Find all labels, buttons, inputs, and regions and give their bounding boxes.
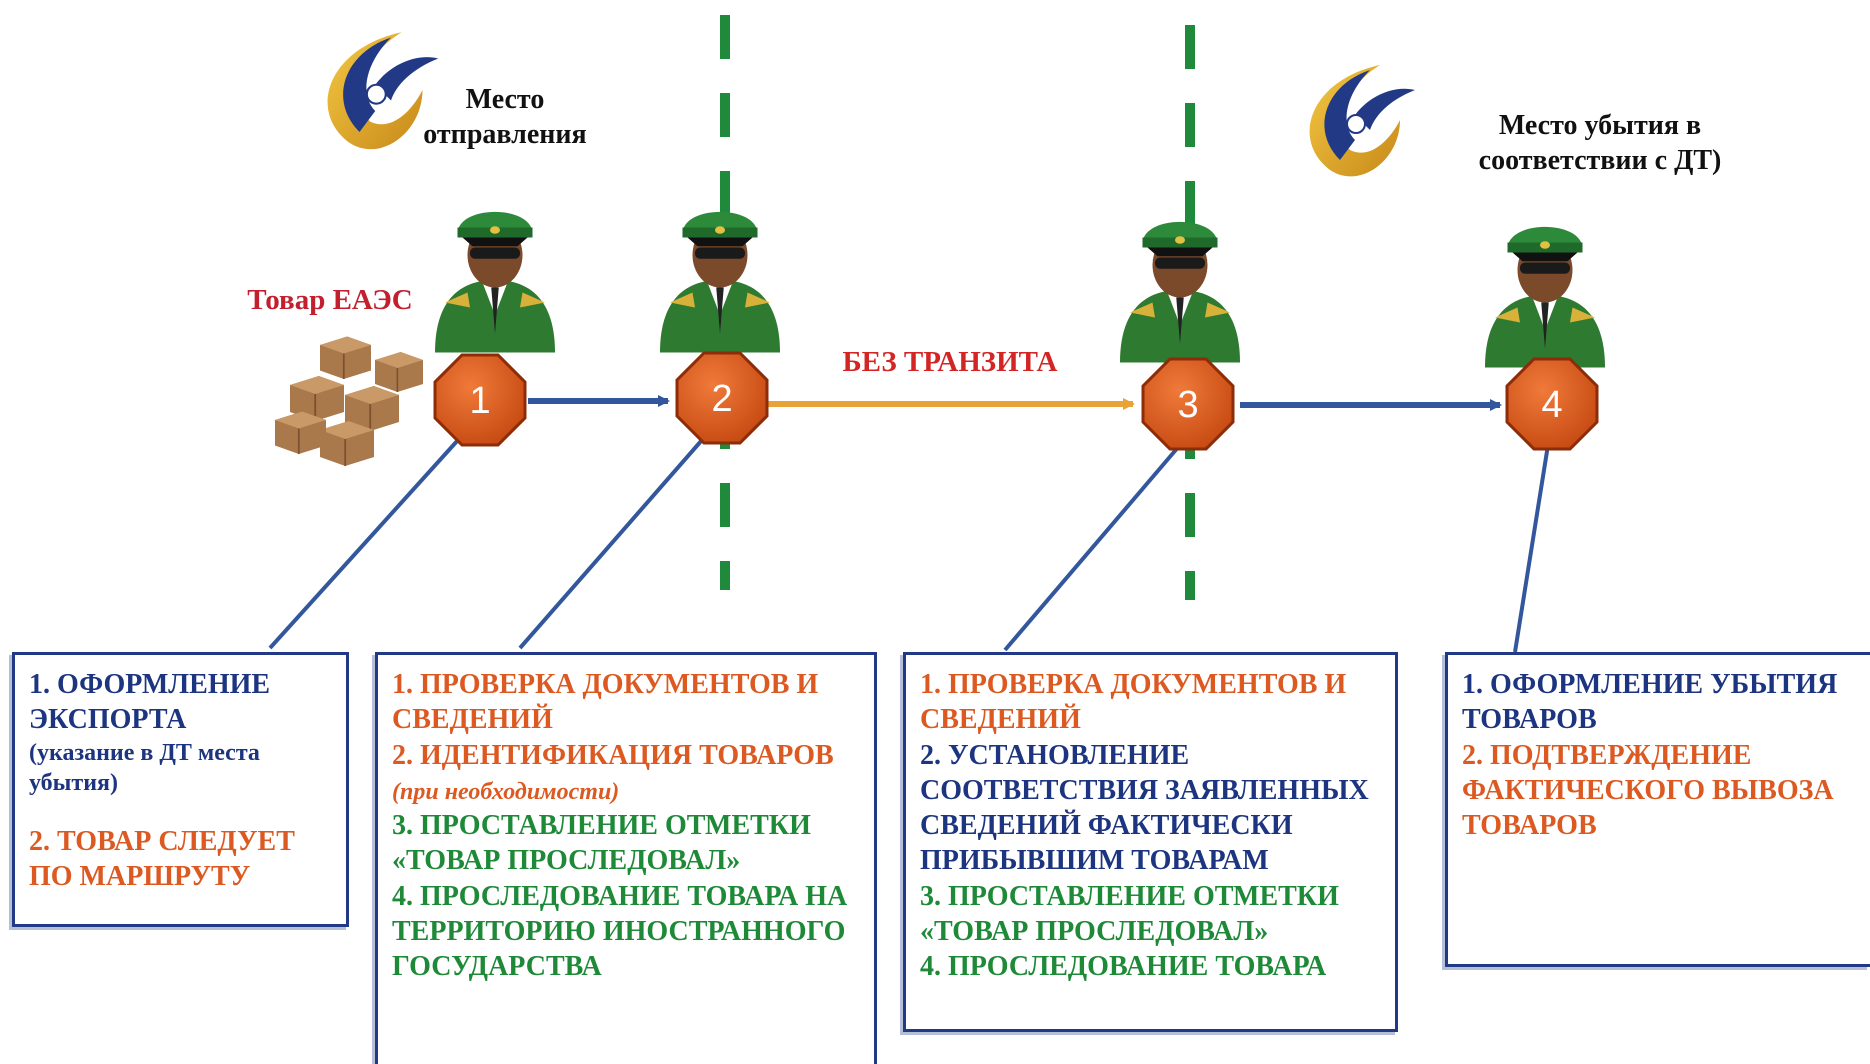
no-transit-label: БЕЗ ТРАНЗИТА — [842, 346, 1058, 378]
connector-3 — [1003, 443, 1182, 652]
node-number: 4 — [1541, 384, 1562, 426]
node-number: 3 — [1177, 384, 1198, 426]
goods-label: Товар ЕАЭС — [247, 284, 413, 316]
box1-item-1: 1. ОФОРМЛЕНИЕ ЭКСПОРТА — [29, 669, 271, 736]
connector-1 — [268, 438, 460, 650]
box3-item-1: 1. ПРОВЕРКА ДОКУМЕНТОВ И СВЕДЕНИЙ — [920, 669, 1347, 736]
arrival-label: Место убытия в соответствии с ДТ) — [1478, 110, 1722, 176]
departure-label: Место отправления — [423, 84, 587, 150]
node-number: 2 — [711, 378, 732, 420]
box1-item-2: 2. ТОВАР СЛЕДУЕТ ПО МАРШРУТУ — [29, 826, 295, 893]
customs-officer-icon — [1120, 221, 1240, 363]
cargo-boxes-icon — [274, 335, 424, 467]
box3-item-4: 4. ПРОСЛЕДОВАНИЕ ТОВАРА — [920, 951, 1327, 983]
box2-item-2-note: (при необходимости) — [392, 778, 620, 805]
node-3: 3 — [1141, 357, 1235, 451]
box4-item-1: 1. ОФОРМЛЕНИЕ УБЫТИЯ ТОВАРОВ — [1462, 669, 1838, 736]
step-box-1: 1. ОФОРМЛЕНИЕ ЭКСПОРТА (указание в ДТ ме… — [12, 652, 349, 927]
customs-officer-icon — [435, 211, 555, 353]
step-box-3: 1. ПРОВЕРКА ДОКУМЕНТОВ И СВЕДЕНИЙ 2. УСТ… — [903, 652, 1398, 1032]
box2-item-1: 1. ПРОВЕРКА ДОКУМЕНТОВ И СВЕДЕНИЙ — [392, 669, 819, 736]
box2-item-4: 4. ПРОСЛЕДОВАНИЕ ТОВАРА НА ТЕРРИТОРИЮ ИН… — [392, 880, 848, 983]
step-box-4: 1. ОФОРМЛЕНИЕ УБЫТИЯ ТОВАРОВ 2. ПОДТВЕРЖ… — [1445, 652, 1870, 967]
box3-item-2: 2. УСТАНОВЛЕНИЕ СООТВЕТСТВИЯ ЗАЯВЛЕННЫХ … — [920, 739, 1369, 877]
node-number: 1 — [469, 380, 490, 422]
connector-2 — [518, 438, 704, 650]
box4-item-2: 2. ПОДТВЕРЖДЕНИЕ ФАКТИЧЕСКОГО ВЫВОЗА ТОВ… — [1462, 739, 1834, 842]
node-4: 4 — [1505, 357, 1599, 451]
customs-officer-icon — [660, 211, 780, 353]
customs-officer-icon — [1485, 226, 1605, 368]
node-2: 2 — [675, 351, 769, 445]
connector-4 — [1513, 444, 1550, 653]
box2-item-3: 3. ПРОСТАВЛЕНИЕ ОТМЕТКИ «ТОВАР ПРОСЛЕДОВ… — [392, 810, 811, 877]
node-1: 1 — [433, 353, 527, 447]
box1-item-1-note: (указание в ДТ места убытия) — [29, 739, 260, 796]
step-box-2: 1. ПРОВЕРКА ДОКУМЕНТОВ И СВЕДЕНИЙ 2. ИДЕ… — [375, 652, 877, 1064]
box3-item-3: 3. ПРОСТАВЛЕНИЕ ОТМЕТКИ «ТОВАР ПРОСЛЕДОВ… — [920, 880, 1339, 947]
eaeu-emblem-icon — [1308, 64, 1416, 178]
box2-item-2: 2. ИДЕНТИФИКАЦИЯ ТОВАРОВ — [392, 739, 834, 771]
